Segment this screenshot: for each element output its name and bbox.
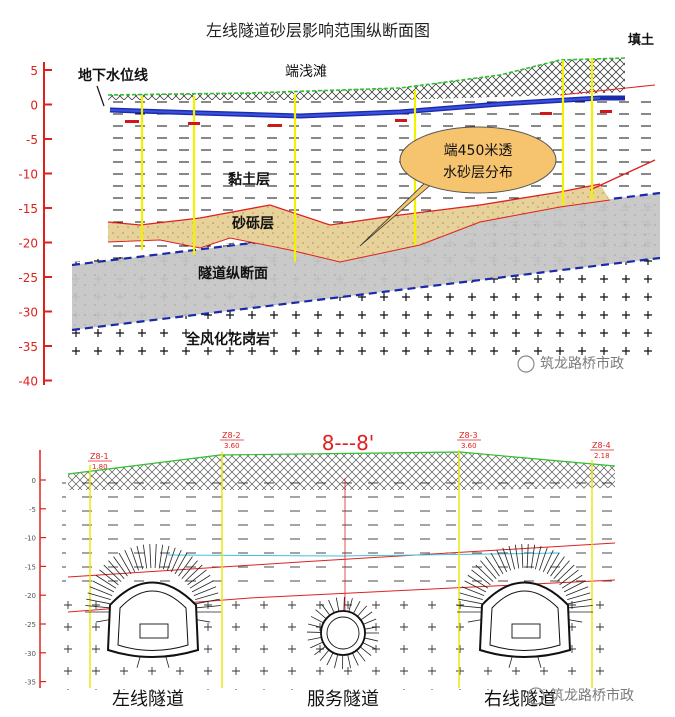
label-clay: 黏土层 bbox=[228, 171, 270, 188]
top-axis-ticks: 5 0 -5 -10 -15 -20 -25 -30 -35 -40 bbox=[18, 64, 52, 389]
callout bbox=[359, 126, 557, 247]
label-groundwater: 地下水位线 bbox=[78, 67, 148, 84]
section-label: 8---8' bbox=[322, 431, 375, 455]
beach-layer bbox=[108, 58, 625, 100]
borehole-depth: 3.60 bbox=[224, 442, 240, 450]
callout-line-1: 端450米透 bbox=[444, 143, 513, 159]
bottom-tick-label: 0 bbox=[32, 477, 36, 485]
borehole-id: Z8-1 bbox=[90, 452, 109, 461]
top-tick-label: -5 bbox=[26, 133, 38, 147]
bottom-tick-label: -25 bbox=[25, 621, 36, 629]
left-tunnel bbox=[85, 544, 221, 668]
bottom-tick-label: -20 bbox=[25, 592, 36, 600]
top-tick-label: -35 bbox=[18, 340, 38, 354]
top-tick-label: -10 bbox=[18, 168, 38, 182]
borehole-id: Z8-4 bbox=[592, 441, 611, 450]
bottom-tick-label: -35 bbox=[25, 679, 36, 687]
watermark-bottom: 筑龙路桥市政 bbox=[550, 687, 634, 704]
label-beach: 端浅滩 bbox=[285, 64, 327, 80]
borehole-labels: Z8-1 1.80 Z8-2 3.60 Z8-3 3.60 Z8-4 2.18 bbox=[88, 431, 614, 471]
label-granite: 全风化花岗岩 bbox=[185, 331, 270, 348]
top-tick-label: -15 bbox=[18, 202, 38, 216]
top-figure bbox=[43, 57, 661, 385]
label-gravel: 砂砾层 bbox=[231, 215, 274, 232]
borehole-depth: 1.80 bbox=[92, 463, 108, 471]
top-title: 左线隧道砂层影响范围纵断面图 bbox=[206, 21, 430, 40]
gravel-layer bbox=[108, 184, 610, 262]
service-tunnel bbox=[307, 597, 379, 670]
borehole-depth: 3.60 bbox=[461, 442, 477, 450]
bottom-tick-label: -10 bbox=[25, 535, 36, 543]
bottom-axis-ticks: 0 -5 -10 -15 -20 -25 -30 -35 bbox=[25, 477, 46, 687]
label-fill: 填土 bbox=[628, 32, 654, 48]
tunnel-label-right: 右线隧道 bbox=[484, 689, 556, 710]
tunnel-label-left: 左线隧道 bbox=[112, 689, 184, 710]
borehole-id: Z8-2 bbox=[222, 431, 241, 440]
watermark-top: 筑龙路桥市政 bbox=[540, 355, 624, 372]
bottom-tick-label: -5 bbox=[29, 506, 36, 514]
bottom-tick-label: -30 bbox=[25, 650, 36, 658]
top-tick-label: -20 bbox=[18, 237, 38, 251]
top-tick-label: -40 bbox=[18, 375, 38, 389]
borehole-id: Z8-3 bbox=[459, 431, 478, 440]
top-tick-label: 5 bbox=[30, 64, 38, 78]
top-tick-label: 0 bbox=[30, 99, 38, 113]
label-tunnel: 隧道纵断面 bbox=[198, 265, 268, 282]
tunnel-label-service: 服务隧道 bbox=[307, 689, 379, 710]
right-tunnel bbox=[457, 544, 593, 668]
bottom-tick-label: -15 bbox=[25, 563, 36, 571]
bottom-figure bbox=[39, 450, 617, 690]
bottom-fill-layer bbox=[68, 452, 615, 490]
top-tick-label: -25 bbox=[18, 271, 38, 285]
borehole-depth: 2.18 bbox=[594, 452, 610, 460]
top-tick-label: -30 bbox=[18, 306, 38, 320]
tunnel-band bbox=[72, 193, 660, 330]
callout-line-2: 水砂层分布 bbox=[443, 165, 513, 181]
